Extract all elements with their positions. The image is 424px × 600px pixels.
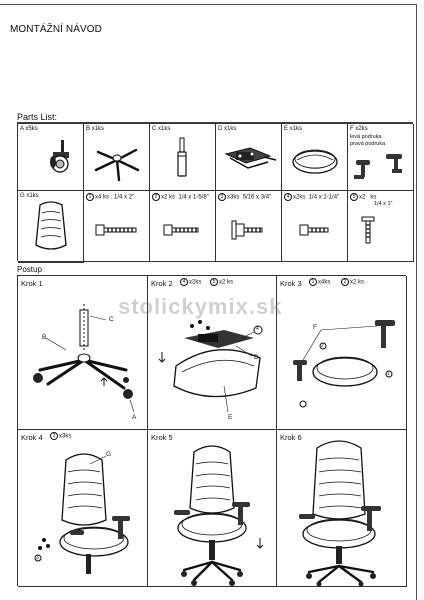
parts-list-table: A x5ks B x1ks C x1ks — [17, 123, 414, 263]
bolt-icon — [95, 224, 137, 236]
step-5-illustration — [174, 445, 264, 586]
tilt-mechanism-icon — [224, 147, 277, 169]
part-cell-f: F x2ks levá podruka pravá podruka — [348, 124, 414, 191]
part-cell-a: A x5ks — [18, 124, 84, 191]
part-cell-6: 6x1ks M5 — [18, 262, 84, 263]
step-1-illustration — [33, 304, 135, 413]
bolt-icon — [163, 224, 199, 236]
postup-heading: Postup — [17, 265, 42, 274]
part-cell-g: G x1ks — [18, 191, 84, 262]
part-cell-e: E x1ks — [282, 124, 348, 191]
caster-wheel-icon — [50, 140, 69, 173]
step-4-illustration — [34, 453, 130, 574]
step-label: Krok 1 — [21, 279, 43, 288]
step-label: Krok 5 — [151, 433, 173, 442]
step-label: Krok 6 — [280, 433, 302, 442]
step-label: Krok 4 — [21, 433, 43, 442]
star-base-icon — [94, 148, 140, 182]
step-6-illustration — [299, 440, 381, 586]
allen-key-icon — [18, 262, 84, 263]
part-cell-d: D x1ks — [216, 124, 282, 191]
parts-list-heading: Parts List: — [17, 112, 58, 122]
part-cell-c: C x1ks — [150, 124, 216, 191]
step-label: Krok 3 — [280, 279, 302, 288]
parts-list-underline — [17, 122, 413, 123]
seat-cushion-icon — [292, 149, 338, 174]
step-3-illustration — [293, 320, 395, 408]
page-border-top — [0, 4, 416, 5]
page-border-right — [416, 4, 417, 600]
step-6: Krok 6 — [277, 430, 407, 587]
step-label: Krok 2 — [151, 279, 173, 288]
bolt-icon — [361, 216, 375, 244]
backrest-icon — [35, 201, 67, 250]
bolt-icon — [299, 224, 329, 236]
page-title: MONTÁŽNÍ NÁVOD — [10, 24, 102, 35]
flange-bolt-icon — [231, 220, 263, 240]
step-5: Krok 5 — [148, 430, 277, 587]
step-2-illustration — [158, 320, 263, 413]
step-1: Krok 1 C B A — [18, 276, 148, 430]
part-cell-b: B x1ks — [84, 124, 150, 191]
gas-cylinder-icon — [177, 137, 187, 177]
armrest-icon — [354, 154, 402, 179]
